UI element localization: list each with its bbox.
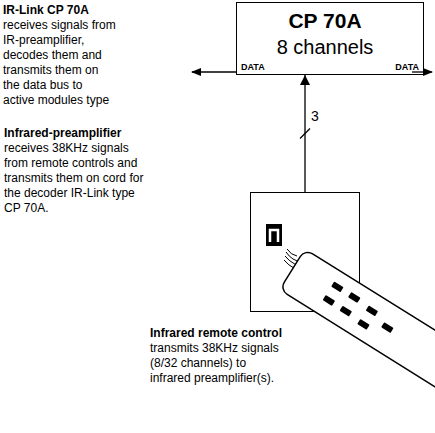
heading-text: IR-Link CP 70A (3, 3, 89, 18)
title-text: CP 70A (237, 9, 413, 33)
port-label: DATA (395, 62, 419, 72)
channel-text: 8 channels (237, 36, 413, 59)
remote-body (280, 249, 435, 412)
port-label: DATA (241, 62, 265, 72)
decoder-box: CP 70A 8 channelsDATA DATA (236, 2, 424, 75)
data-bus-arrow-left (192, 71, 236, 72)
heading-text: Infrared-preamplifier (4, 126, 121, 141)
description-text: receives signals from IR-preamplifier, d… (3, 18, 116, 108)
description-text: receives 38KHz signals from remote contr… (4, 141, 150, 216)
ir-sensor-glyph (270, 230, 278, 242)
ir-waves (284, 249, 309, 272)
ir-sensor-icon (266, 224, 282, 246)
description-text: transmits 38KHz signals (8/32 channels) … (150, 341, 284, 386)
preamp-box: Infrared-preamplifierreceives 38KHz sign… (250, 192, 360, 312)
heading-text: Infrared remote control (150, 326, 282, 341)
bus-slash (300, 129, 310, 139)
wire-count: 3 (311, 108, 319, 124)
remote-buttons (322, 281, 398, 341)
